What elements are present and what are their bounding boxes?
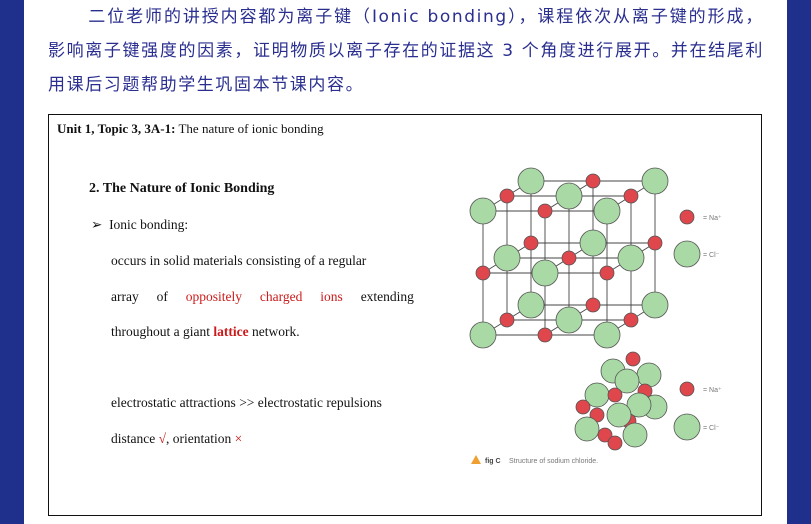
cl-ion [555, 306, 583, 334]
na-ion [599, 265, 615, 281]
word: extending [360, 289, 414, 304]
space-filling-model [574, 351, 668, 451]
cl-ion [555, 182, 583, 210]
check-icon: √ [158, 431, 167, 446]
na-ion [561, 250, 577, 266]
cl-ion [493, 244, 521, 272]
na-ion [523, 235, 539, 251]
slide-header-title: The nature of ionic bonding [175, 121, 324, 136]
bullet-label: Ionic bonding: [109, 217, 189, 232]
definition-line-3: throughout a giant lattice network. [111, 324, 300, 340]
caption-text: Structure of sodium chloride. [509, 458, 598, 465]
cl-ion [517, 291, 545, 319]
definition-line-1: occurs in solid materials consisting of … [111, 253, 367, 268]
word: array [111, 289, 139, 304]
na-ion [475, 265, 491, 281]
legend-cl-swatch [673, 240, 701, 268]
section-title: 2. The Nature of Ionic Bonding [89, 181, 275, 196]
na-ion [537, 203, 553, 219]
na-ion [499, 312, 515, 328]
line3-post: network. [248, 324, 300, 339]
legend-na-label-2: = Na⁺ [703, 387, 722, 394]
legend-cl-label-2: = Cl⁻ [703, 425, 720, 432]
na-ion [499, 188, 515, 204]
cl-ion [593, 321, 621, 349]
factors-line: distance √, orientation × [111, 431, 242, 447]
word: of [156, 289, 168, 304]
legend-na-label: = Na⁺ [703, 215, 722, 222]
na-ion [585, 173, 601, 189]
sodium-chloride-figure: = Na⁺ = Cl⁻ = Na⁺ = Cl⁻ [469, 167, 722, 465]
na-ion [623, 188, 639, 204]
legend-cl-swatch-2 [673, 413, 701, 441]
cl-ion [469, 197, 497, 225]
cl-ion [531, 259, 559, 287]
intro-paragraph: 二位老师的讲授内容都为离子键（Ionic bonding），课程依次从离子键的形… [48, 0, 764, 102]
lattice-highlight: lattice [213, 324, 249, 339]
na-ion [537, 327, 553, 343]
highlight-word: charged [259, 289, 303, 304]
na-ion [647, 235, 663, 251]
line3-pre: throughout a giant [111, 324, 214, 339]
highlight-word: oppositely [185, 289, 243, 304]
lattice-ions [469, 167, 669, 349]
forces-line: electrostatic attractions >> electrostat… [111, 395, 382, 410]
orientation-label: , orientation [166, 431, 235, 446]
slide-header: Unit 1, Topic 3, 3A-1: The nature of ion… [57, 121, 324, 137]
slide-header-code: Unit 1, Topic 3, 3A-1: [57, 121, 176, 136]
na-ion [585, 297, 601, 313]
cl-ion [617, 244, 645, 272]
cl-ion [579, 229, 607, 257]
legend-na-swatch-2 [679, 381, 695, 397]
na-ion [623, 312, 639, 328]
cross-icon: × [234, 431, 243, 446]
intro-text: 二位老师的讲授内容都为离子键（Ionic bonding），课程依次从离子键的形… [48, 7, 764, 95]
cl-ion [517, 167, 545, 195]
cl-ion [641, 291, 669, 319]
caption-triangle-icon [471, 455, 481, 464]
distance-label: distance [111, 431, 159, 446]
highlight-word: ions [320, 289, 343, 304]
cl-ion [469, 321, 497, 349]
caption-label: fig C [485, 458, 501, 465]
cl-ion [641, 167, 669, 195]
definition-line-2: array of oppositely charged ions extendi… [111, 289, 414, 305]
legend-na-swatch [679, 209, 695, 225]
legend-cl-label: = Cl⁻ [703, 252, 720, 259]
bullet-arrow-icon: ➢ [91, 217, 103, 232]
slide-frame: Unit 1, Topic 3, 3A-1: The nature of ion… [48, 114, 762, 516]
cl-ion [593, 197, 621, 225]
bullet-item: ➢ Ionic bonding: [91, 217, 188, 233]
